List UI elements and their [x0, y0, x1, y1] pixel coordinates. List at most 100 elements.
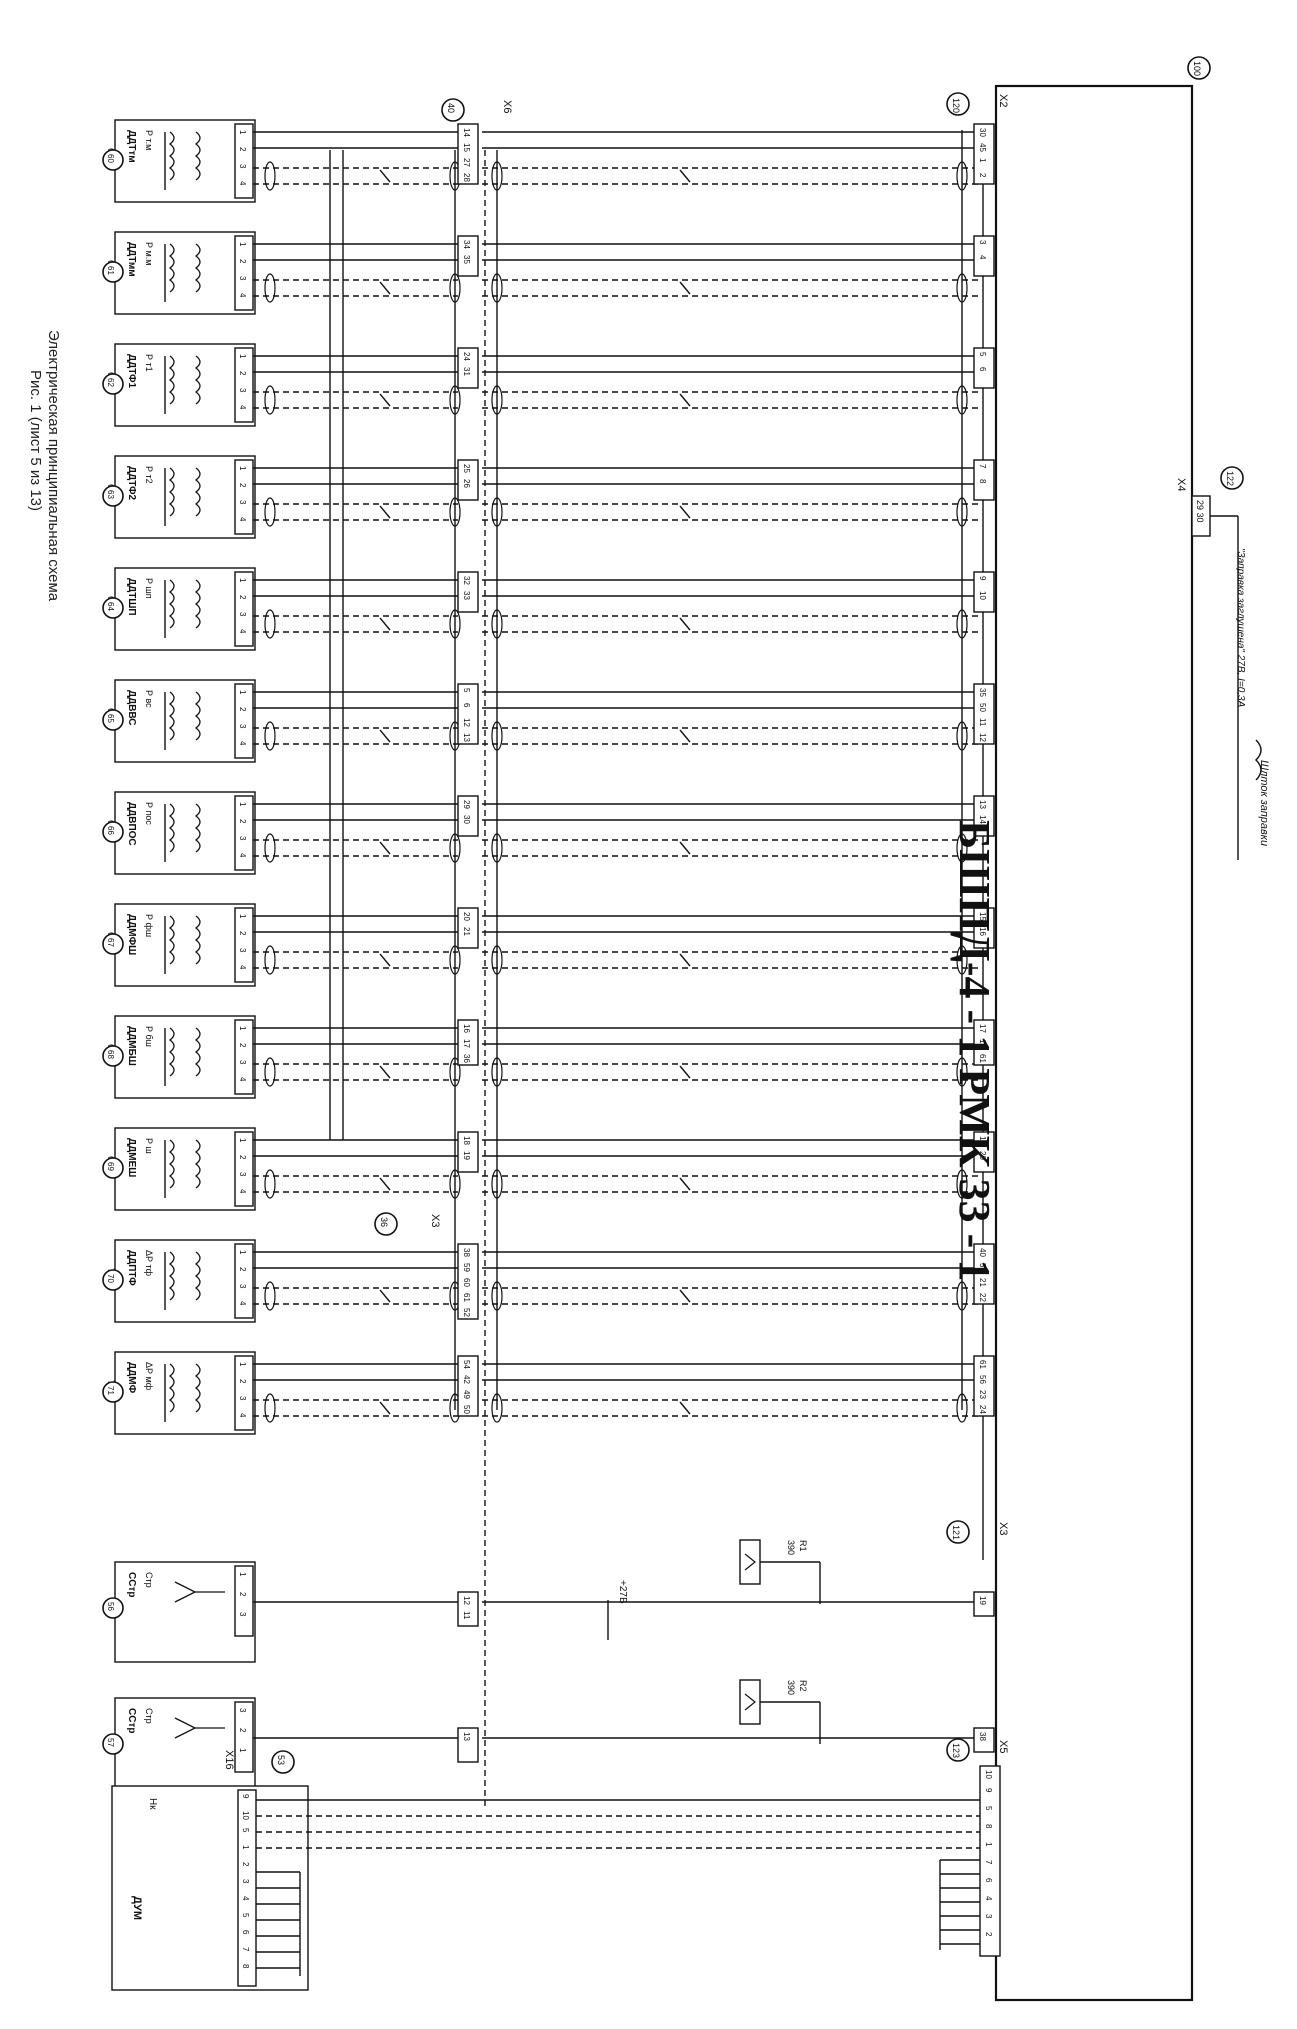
twisted-pair-mark: [379, 1289, 391, 1303]
x6-pin-number: 60: [462, 1278, 471, 1287]
sensor-ref-circle: [102, 1157, 124, 1179]
cable-shield: [264, 721, 276, 751]
supply-label: +27В: [617, 1580, 628, 1604]
sensor-ref-number: 71: [106, 1386, 115, 1395]
cable-shield: [264, 497, 276, 527]
sensor-coil: [194, 691, 201, 741]
sensor-pin-number: 3: [238, 612, 247, 617]
sensor-box: [114, 119, 256, 203]
x4-ref-circle: [1220, 466, 1244, 490]
sensor-ref-circle: [102, 261, 124, 283]
cable-shield: [449, 497, 461, 527]
dum-symbol: Нк: [147, 1798, 158, 1810]
sensor-box: [114, 1351, 256, 1435]
sensor-ref-number: 69: [106, 1162, 115, 1171]
sensor-pin-number: 4: [238, 293, 247, 298]
sensor-pin-number: 3: [238, 948, 247, 953]
x2-pin-block: [973, 1355, 995, 1417]
sensor-box: [114, 1015, 256, 1099]
x2-pin-block: [973, 907, 995, 949]
switch-pin-number: 3: [238, 1612, 247, 1617]
sensor-coil: [194, 1027, 201, 1077]
sensor-ref-circle: [102, 1381, 124, 1403]
sensor-coil: [194, 467, 201, 517]
switch-pin-number: 2: [238, 1592, 247, 1597]
sensor-pin-strip: [234, 907, 254, 983]
cable-shield: [956, 385, 968, 415]
x2-pin-number: 21: [978, 1278, 987, 1287]
cable-shield: [264, 609, 276, 639]
x6-pin-number: 21: [462, 927, 471, 936]
resistor-body: [739, 1539, 761, 1585]
x6-switch-pin-number: 11: [462, 1611, 471, 1620]
x2-pin-block: [973, 1243, 995, 1305]
x2-pin-number: 35: [978, 688, 987, 697]
cable-shield: [449, 833, 461, 863]
cable-shield: [491, 385, 503, 415]
sensor-pin-number: 3: [238, 836, 247, 841]
x6-pin-number: 26: [462, 479, 471, 488]
x4-label: X4: [1175, 478, 1187, 491]
sensor-pin-number: 4: [238, 1077, 247, 1082]
x5-ref-circle: [946, 1738, 970, 1762]
fuel-note-label: Шлток заправки: [1258, 760, 1270, 847]
cable-shield: [956, 1057, 968, 1087]
x16-label: X16: [223, 1750, 235, 1770]
cable-shield: [449, 609, 461, 639]
x6-pin-block: [457, 347, 479, 389]
sensor-pin-number: 4: [238, 1301, 247, 1306]
sensor-coil: [194, 131, 201, 181]
x2-pin-block: [973, 1131, 995, 1173]
resistor-value: 390: [786, 1540, 796, 1555]
switch-symbol: Стр: [144, 1572, 154, 1588]
sensor-ref-number: 64: [106, 602, 115, 611]
x6-pin-number: 33: [462, 591, 471, 600]
sensor-pin-strip: [234, 459, 254, 535]
sensor-pin-number: 1: [238, 802, 247, 807]
x2-pin-number: 7: [978, 464, 987, 469]
cable-shield: [264, 1393, 276, 1423]
sensor-pin-strip: [234, 1019, 254, 1095]
switch-ref-number: 56: [106, 1602, 115, 1611]
x2-pin-number: 13: [978, 800, 987, 809]
sensor-coil: [168, 579, 175, 629]
sensor-pin-number: 3: [238, 1060, 247, 1065]
x6-pin-number: 18: [462, 1136, 471, 1145]
cable-shield: [449, 945, 461, 975]
dum-pin-number: 4: [241, 1896, 250, 1901]
switch-pin-number: 1: [238, 1572, 247, 1577]
sensor-coil: [168, 1139, 175, 1189]
dum-pin-number: 7: [241, 1947, 250, 1952]
x2-pin-number: 2: [978, 173, 987, 178]
sensor-pin-number: 4: [238, 965, 247, 970]
sensor-pin-strip: [234, 1243, 254, 1319]
sensor-coil: [168, 355, 175, 405]
main-block-ref-label: 100: [1192, 61, 1202, 76]
sensor-pin-number: 2: [238, 259, 247, 264]
sensor-ref-number: 65: [106, 714, 115, 723]
sensor-symbol: ΔР мф: [144, 1362, 154, 1391]
x6-pin-number: 36: [462, 1054, 471, 1063]
cable-shield: [956, 161, 968, 191]
sensor-name: ДДПТФ: [126, 1250, 137, 1286]
sensor-ref-number: 62: [106, 378, 115, 387]
cable-shield: [491, 1057, 503, 1087]
sensor-pin-number: 2: [238, 147, 247, 152]
x6-pin-block: [457, 907, 479, 949]
x2-pin-number: 22: [978, 1293, 987, 1302]
sensor-coil: [168, 915, 175, 965]
x2-pin-block: [973, 123, 995, 185]
sensor-pin-number: 1: [238, 354, 247, 359]
twisted-pair-mark: [679, 1065, 691, 1079]
cable-shield: [956, 833, 968, 863]
x6-pin-number: 15: [462, 143, 471, 152]
switch-contact: [174, 1717, 225, 1739]
caption-line2: Рис. 1 (лист 5 из 13): [27, 370, 44, 512]
twisted-pair-mark: [379, 617, 391, 631]
cable-shield: [491, 945, 503, 975]
twisted-pair-mark: [679, 953, 691, 967]
fuel-note-text: "Заправка заглушена" 27В, I=0,3А: [1235, 548, 1246, 708]
twisted-pair-mark: [679, 1177, 691, 1191]
x5-pin-number: 7: [984, 1860, 993, 1865]
